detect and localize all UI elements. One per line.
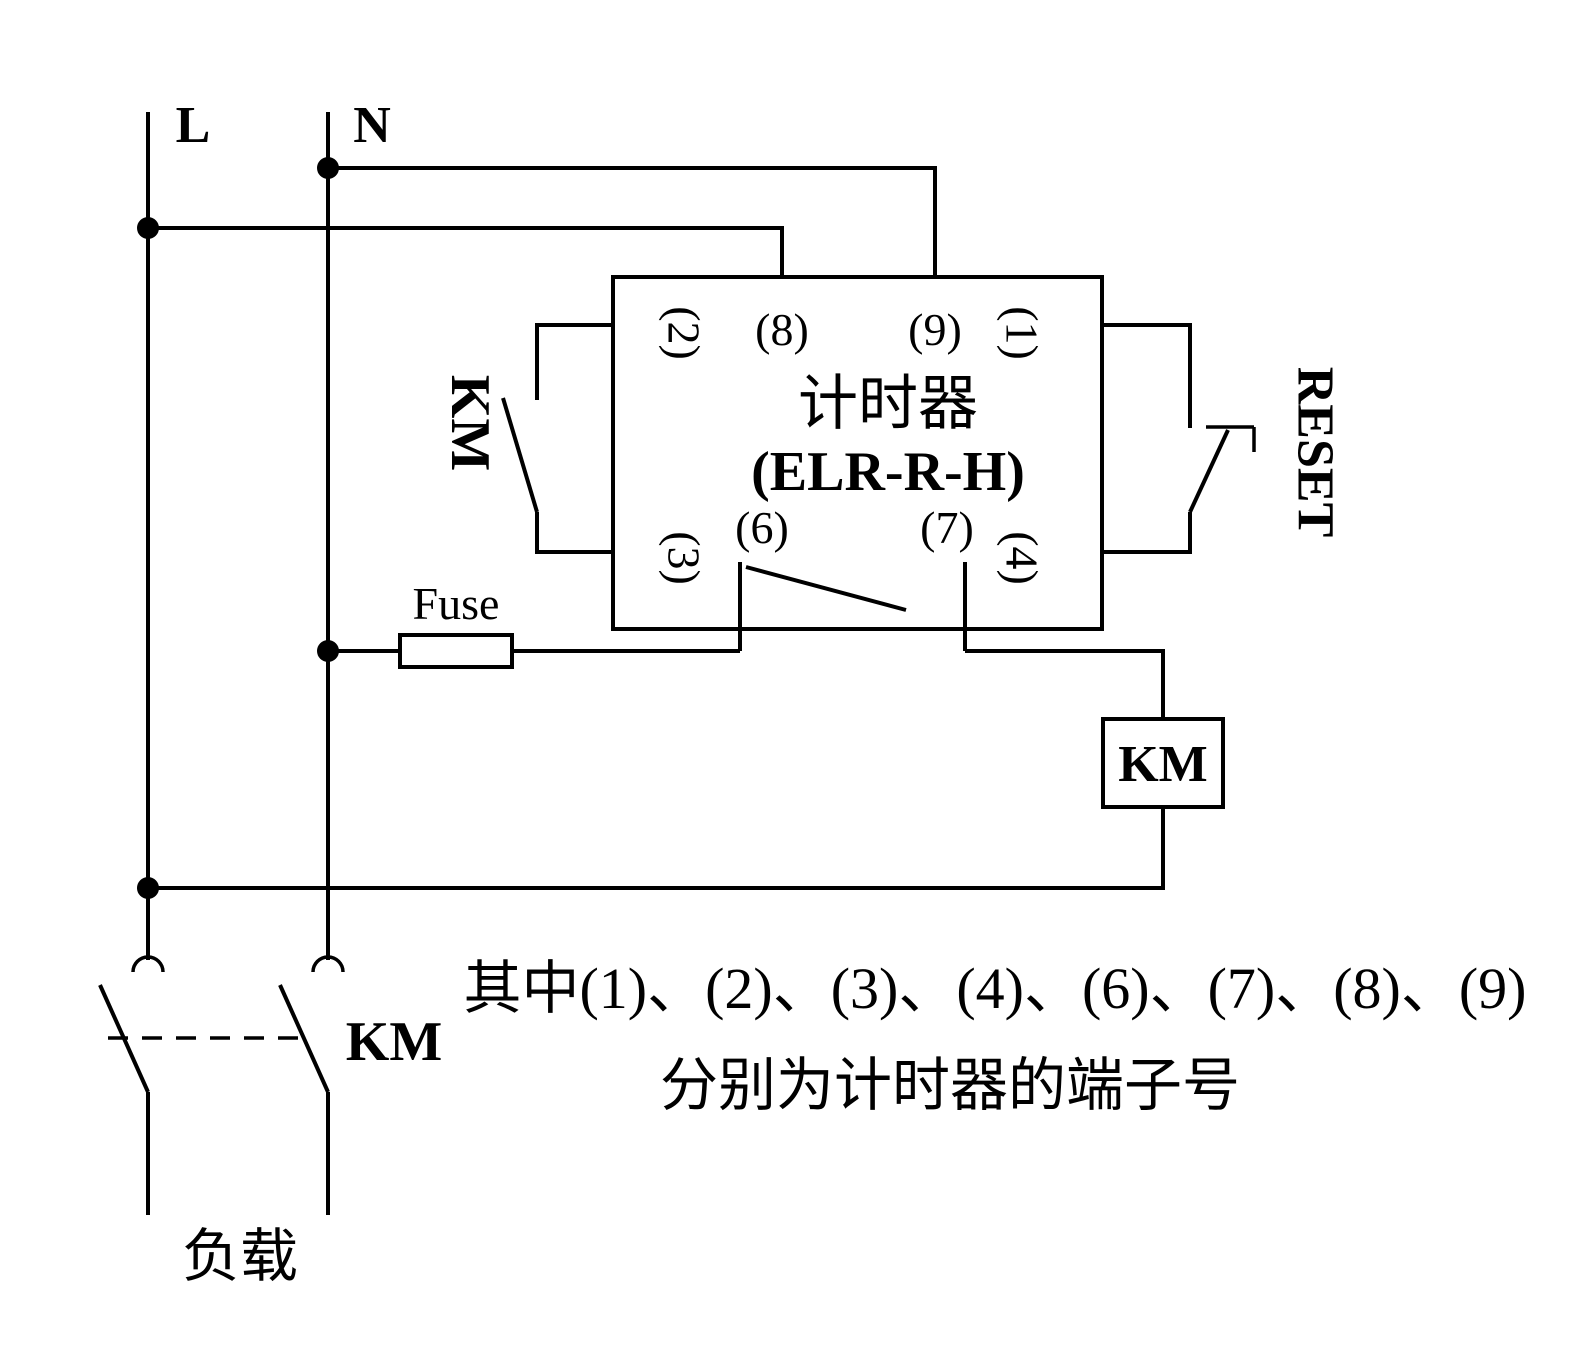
km-main-contact-n-blade <box>278 984 330 1093</box>
wire-terminal7-to-coil <box>965 649 1165 719</box>
terminal-7-label: (7) <box>920 502 974 553</box>
label-phase-l: L <box>176 97 211 154</box>
km-bottom-contact-label: KM <box>346 1011 442 1073</box>
terminal-8-label: (8) <box>755 304 809 355</box>
km-left-contact-blade <box>501 397 539 513</box>
wire-terminal2 <box>535 323 613 400</box>
wire-terminal4 <box>1102 512 1192 554</box>
terminal-4-label: (4) <box>997 531 1048 585</box>
junction-dot-l-top <box>137 217 159 239</box>
junction-dot-n-top <box>317 157 339 179</box>
terminal-3-label: (3) <box>659 531 710 585</box>
km-coil-label: KM <box>1118 736 1208 793</box>
label-neutral-n: N <box>353 97 391 154</box>
junction-dot-n-fuse <box>317 640 339 662</box>
terminal-9-label: (9) <box>908 304 962 355</box>
km-left-contact-label: KM <box>439 375 501 471</box>
junction-dot-l-return <box>137 877 159 899</box>
timer-name: 计时器 <box>798 371 978 437</box>
reset-contact-blade <box>1188 429 1230 513</box>
caption-line2: 分别为计时器的端子号 <box>660 1053 1240 1118</box>
wire-coil-to-l-line <box>148 807 1165 890</box>
wire-terminal1 <box>1102 323 1192 428</box>
terminal-1-label: (1) <box>997 306 1048 360</box>
wire-l-to-terminal8 <box>148 226 784 277</box>
fuse-label: Fuse <box>413 578 500 629</box>
km-main-contact-l-arc <box>131 955 165 973</box>
terminal-6-label: (6) <box>735 502 789 553</box>
terminal-2-label: (2) <box>659 306 710 360</box>
load-label: 负载 <box>182 1224 298 1289</box>
km-main-contact-n-arc <box>311 955 345 973</box>
fuse-symbol <box>398 633 514 669</box>
timer-model: (ELR-R-H) <box>751 441 1025 503</box>
timer-output-contact-blade <box>745 565 907 612</box>
wire-terminal3 <box>535 512 613 554</box>
timer-box <box>611 275 1104 631</box>
wire-n-to-terminal9 <box>328 166 937 277</box>
reset-button-label: RESET <box>1287 367 1344 538</box>
caption-line1: 其中(1)、(2)、(3)、(4)、(6)、(7)、(8)、(9) <box>463 956 1526 1021</box>
